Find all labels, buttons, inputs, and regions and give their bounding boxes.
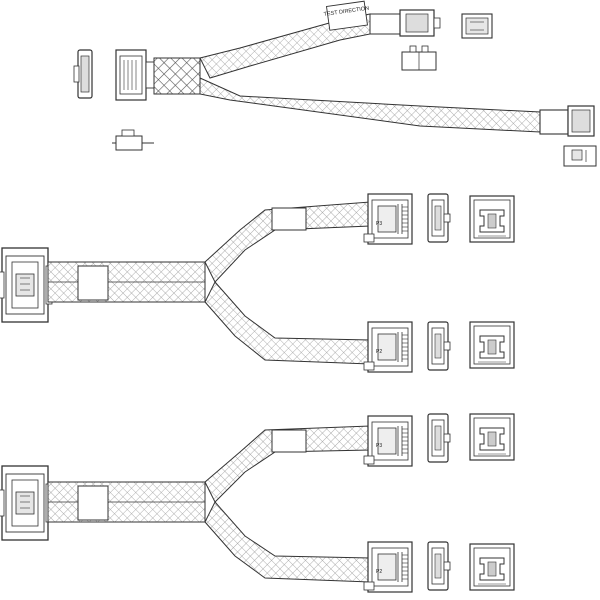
top-small-connector [401,45,437,71]
top-lower-branch [199,77,541,133]
y-cable-b-p2-face-view [469,543,515,591]
top-end-view-connector [73,49,93,99]
y-cable-b-p2-plug [363,541,413,593]
y-cable-a-p3-side-view [427,193,451,243]
y-cable-a-p2-side-view [427,321,451,371]
top-lower-face-view [563,145,597,167]
y-cable-b-p3-plug [363,415,413,467]
y-cable-a-upper-sleeve [271,207,307,231]
y-cable-b-p3-side-view [427,413,451,463]
y-cable-a-p2-label: P2 [376,349,382,355]
top-upper-end-plug [369,9,441,37]
y-cable-b-host-connector [0,465,53,541]
y-cable-a-lower-branch [204,281,371,365]
y-cable-b-upper-sleeve [271,429,307,453]
test-direction-tag: TEST DIRECTION [323,0,370,31]
y-cable-a-p3-label: P3 [376,221,382,227]
y-cable-b-label-sleeve [77,485,109,521]
top-lower-end-plug [539,105,595,137]
y-cable-a-host-connector [0,247,53,323]
y-cable-b: P3 P2 [0,413,515,593]
y-cable-b-p2-label: P2 [376,569,382,575]
top-y-cable: TEST DIRECTION [73,0,597,167]
y-cable-b-lower-branch [204,501,371,583]
y-cable-a-p2-face-view [469,321,515,369]
y-cable-b-p3-label: P3 [376,443,382,449]
top-face-view-upper [461,13,493,39]
top-side-small-connector [112,129,154,151]
y-cable-b-p3-face-view [469,413,515,461]
y-cable-a-p2-plug [363,321,413,373]
y-cable-a-p3-face-view [469,195,515,243]
y-cable-b-p2-side-view [427,541,451,591]
y-cable-a-label-sleeve [77,265,109,301]
y-cable-a: P3 P2 [0,193,515,373]
y-cable-a-p3-plug [363,193,413,245]
top-braided-trunk [153,57,201,95]
top-main-plug [115,49,155,101]
